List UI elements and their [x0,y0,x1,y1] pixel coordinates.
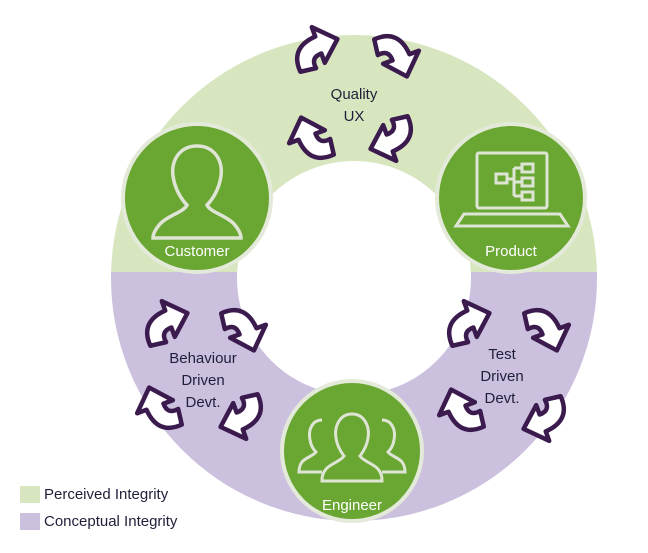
svg-text:Devt.: Devt. [484,390,519,407]
legend-label: Perceived Integrity [44,486,169,503]
engineer-label: Engineer [322,497,382,514]
legend-item-conceptual: Conceptual Integrity [20,513,177,530]
person-icon [151,144,243,240]
bdd-label: Behaviour Driven Devt. [169,350,237,411]
svg-text:Driven: Driven [181,372,224,389]
group-people-icon [297,412,407,483]
tdd-label: Test Driven Devt. [480,346,523,407]
legend-label: Conceptual Integrity [44,513,178,530]
product-label: Product [485,243,538,260]
svg-text:UX: UX [344,108,365,125]
perceived-integrity-ring [111,35,597,272]
legend-swatch [20,513,40,530]
svg-text:Driven: Driven [480,368,523,385]
customer-label: Customer [164,243,229,260]
svg-text:Quality: Quality [331,86,378,103]
engineer-node: Engineer [280,379,424,523]
laptop-hierarchy-icon [453,151,571,228]
legend-swatch [20,486,40,503]
legend-item-perceived: Perceived Integrity [20,486,168,503]
customer-node: Customer [121,122,273,274]
product-node: Product [435,122,587,274]
svg-text:Test: Test [488,346,516,363]
svg-text:Behaviour: Behaviour [169,350,237,367]
svg-text:Devt.: Devt. [185,394,220,411]
quality-ux-label: Quality UX [331,86,378,125]
